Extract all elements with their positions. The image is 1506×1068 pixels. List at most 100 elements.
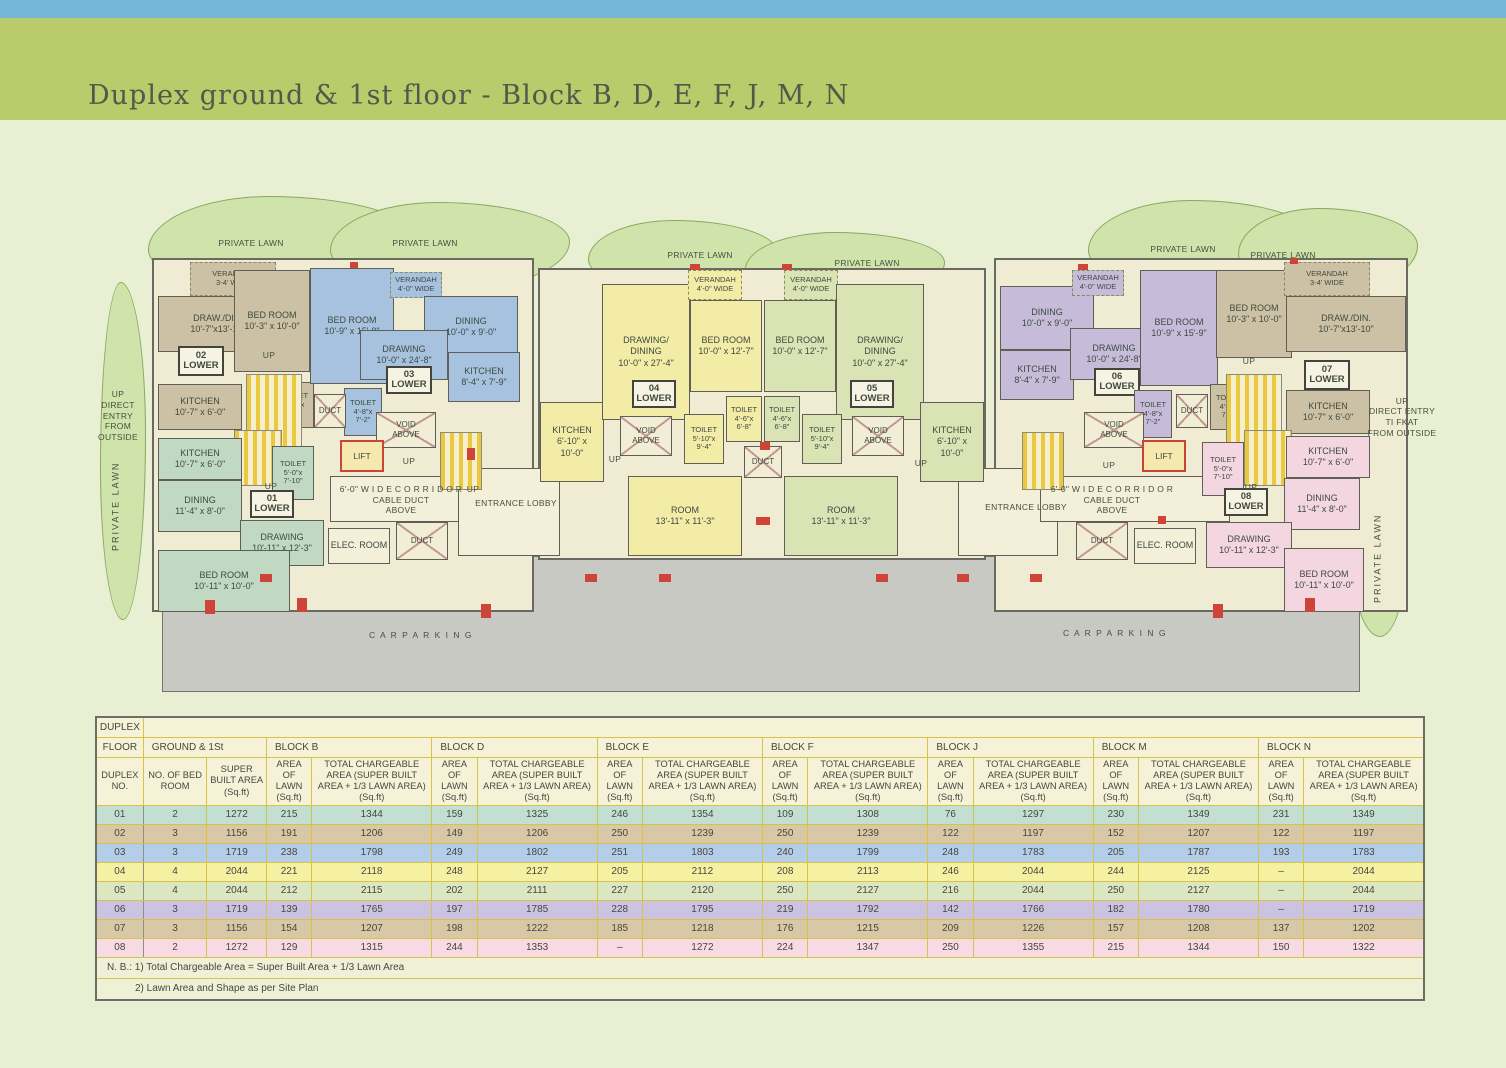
column-marker [1290, 258, 1298, 264]
table-cell: 3 [142, 823, 208, 844]
table-cell: – [1258, 880, 1305, 901]
table-cell: 182 [1092, 899, 1139, 920]
table-cell: 3 [142, 842, 208, 863]
private-lawn-label-tr-b: PRIVATE LAWN [1250, 249, 1316, 260]
table-note-2: 2) Lawn Area and Shape as per Site Plan [95, 977, 1425, 1000]
column-marker [782, 264, 792, 270]
table-cell: 122 [1258, 823, 1305, 844]
table-cell: 240 [761, 842, 809, 863]
up-label-left-c: UP [264, 480, 278, 491]
elec-room-right: ELEC. ROOM [1134, 528, 1196, 564]
table-cell: 1787 [1137, 842, 1260, 863]
elec-room-left: ELEC. ROOM [328, 528, 390, 564]
col-total-chargeable-area: TOTAL CHARGEABLE AREA (SUPER BUILT AREA … [972, 756, 1094, 806]
table-cell: 215 [1092, 937, 1139, 958]
column-marker [481, 604, 491, 618]
table-cell: 1344 [311, 804, 433, 825]
duct-right-b: DUCT [1076, 522, 1128, 560]
private-lawn-label-mid-b: PRIVATE LAWN [834, 257, 900, 268]
table-cell: 221 [265, 861, 313, 882]
column-marker [1030, 574, 1042, 582]
column-marker [1213, 604, 1223, 618]
up-label-right-b: UP [1102, 459, 1116, 470]
table-cell: 137 [1258, 918, 1305, 939]
table-cell: 1799 [807, 842, 929, 863]
col-total-chargeable-area: TOTAL CHARGEABLE AREA (SUPER BUILT AREA … [807, 756, 929, 806]
table-cell: – [1258, 899, 1305, 920]
table-cell: 250 [927, 937, 974, 958]
table-cell: 202 [431, 880, 478, 901]
table-cell: 04 [95, 861, 144, 882]
table-cell: 2044 [206, 880, 267, 901]
table-cell: 1315 [311, 937, 433, 958]
table-cell: 06 [95, 899, 144, 920]
table-cell: 2044 [206, 861, 267, 882]
col-total-chargeable-area: TOTAL CHARGEABLE AREA (SUPER BUILT AREA … [641, 756, 764, 806]
up-label-lobby-left: UP [466, 483, 480, 494]
table-cell: 1795 [641, 899, 764, 920]
col-area-of-lawn: AREA OF LAWN (Sq.ft) [431, 756, 478, 806]
drawdin-07: DRAW./DIN.10'-7"x13'-10" [1286, 296, 1406, 352]
column-marker [350, 262, 358, 268]
duct-right-a: DUCT [1176, 394, 1208, 428]
top-blue-bar [0, 0, 1506, 18]
table-cell: 1156 [206, 823, 267, 844]
table-cell: 1344 [1137, 937, 1260, 958]
table-cell: 193 [1258, 842, 1305, 863]
table-cell: 1197 [972, 823, 1094, 844]
table-cell: 1353 [476, 937, 598, 958]
table-cell: 249 [431, 842, 478, 863]
table-cell: 250 [1092, 880, 1139, 901]
table-cell: 1297 [972, 804, 1094, 825]
table-note-1: N. B.: 1) Total Chargeable Area = Super … [95, 956, 1425, 979]
column-marker [260, 574, 272, 582]
table-cell: 212 [265, 880, 313, 901]
column-marker [690, 264, 700, 270]
table-cell: 1766 [972, 899, 1094, 920]
table-corner-duplex: DUPLEX [95, 716, 144, 738]
table-block-header-7: BLOCK N [1258, 736, 1425, 758]
table-cell: 205 [596, 861, 643, 882]
table-cell: 1272 [206, 937, 267, 958]
table-cell: 3 [142, 918, 208, 939]
private-lawn-label-vert-right: PRIVATE LAWN [1372, 513, 1383, 603]
table-cell: 05 [95, 880, 144, 901]
table-cell: 1226 [972, 918, 1094, 939]
table-cell: 1783 [1303, 842, 1425, 863]
table-cell: 07 [95, 918, 144, 939]
lift-right: LIFT [1142, 440, 1186, 472]
column-marker [205, 600, 215, 614]
table-cell: 219 [761, 899, 809, 920]
table-cell: 205 [1092, 842, 1139, 863]
table-cell: 1719 [206, 842, 267, 863]
column-marker [1158, 516, 1166, 524]
table-cell: 159 [431, 804, 478, 825]
table-cell: 4 [142, 880, 208, 901]
table-cell: 1206 [476, 823, 598, 844]
column-marker [876, 574, 888, 582]
table-cell: 1785 [476, 899, 598, 920]
